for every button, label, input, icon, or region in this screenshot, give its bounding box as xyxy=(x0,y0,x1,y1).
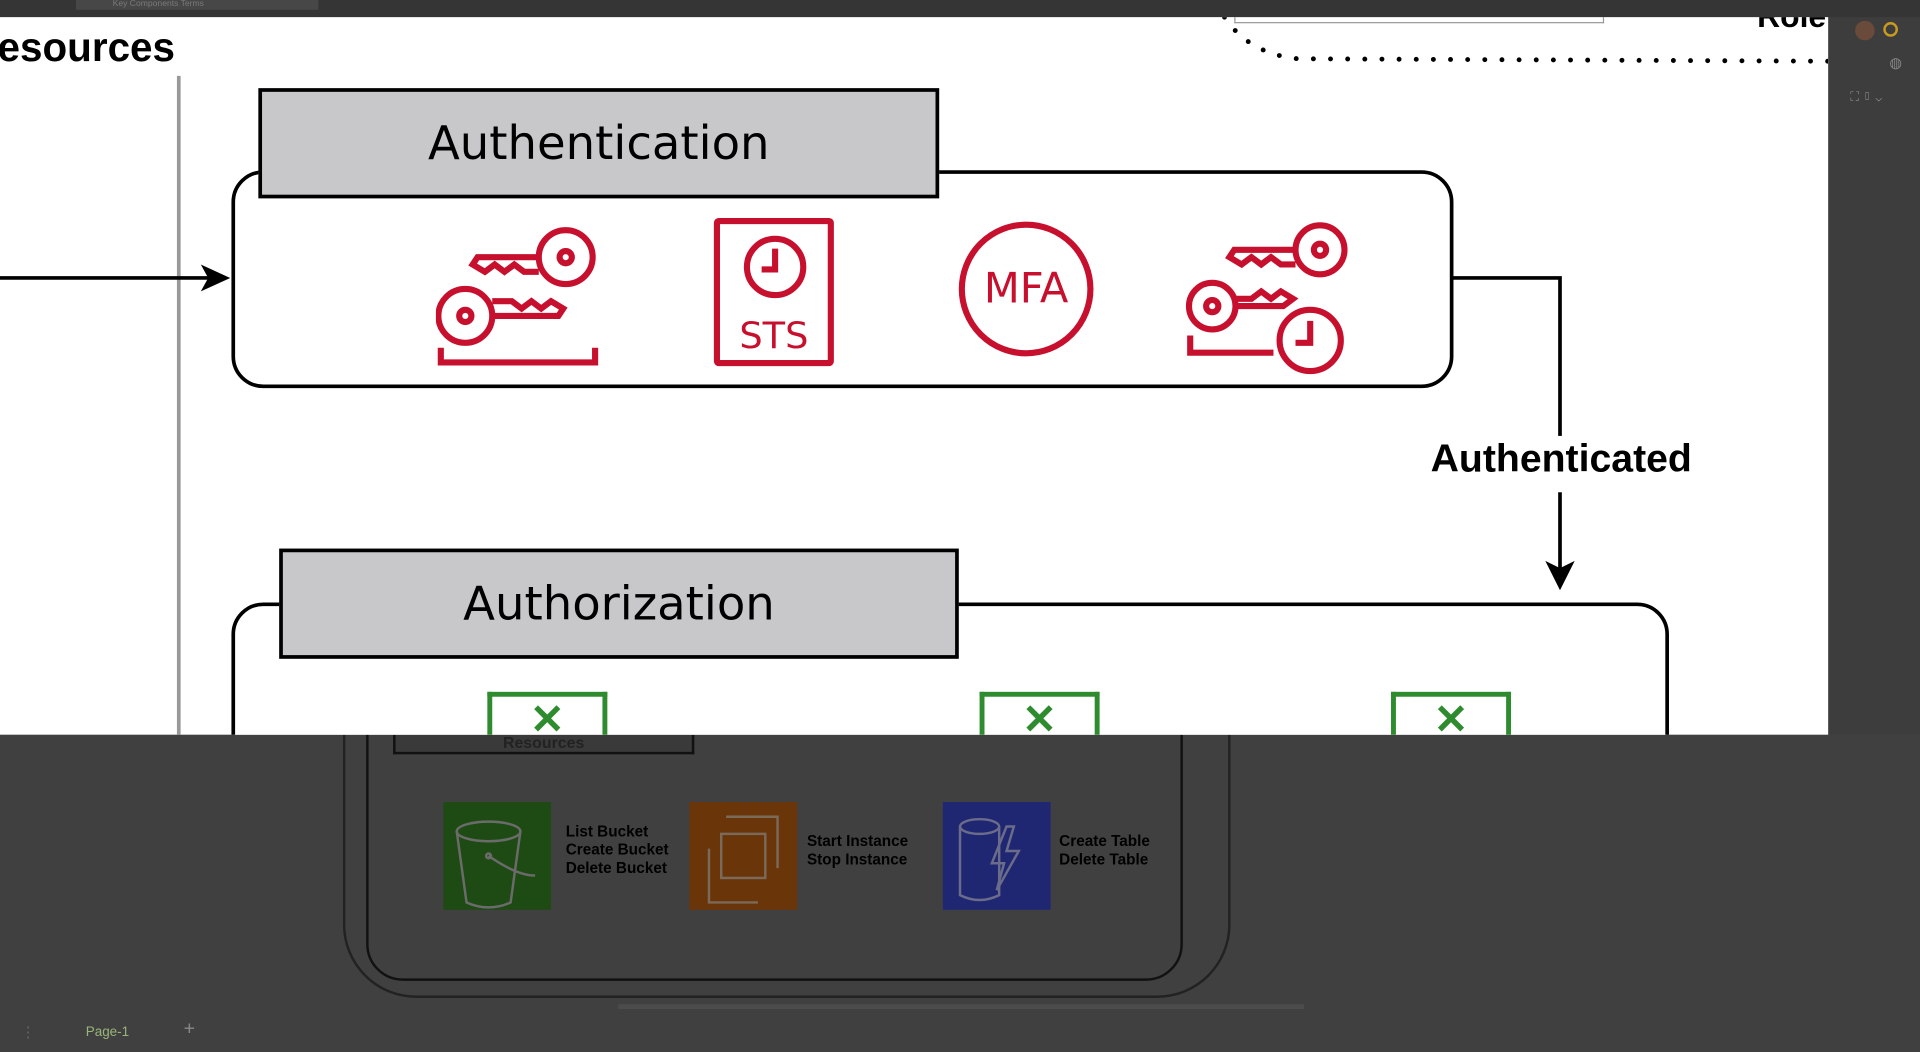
authentication-title: Authentication xyxy=(427,116,770,171)
tab-title: Key Components Terms xyxy=(112,0,204,9)
top-box-edge xyxy=(1234,17,1605,24)
diagram-canvas[interactable]: esources Role Authentication STS MFA xyxy=(0,17,1829,735)
role-label-partial: Role xyxy=(1757,17,1826,35)
dynamodb-icon xyxy=(942,802,1051,910)
resources-header: Resources xyxy=(393,733,695,755)
outer-container-bg xyxy=(342,685,1231,998)
clock-icon xyxy=(743,235,807,299)
s3-actions: List Bucket Create Bucket Delete Bucket xyxy=(566,823,669,878)
action-create-bucket: Create Bucket xyxy=(565,841,669,859)
extension-icon[interactable] xyxy=(1883,22,1898,37)
page-tab[interactable]: Page-1 xyxy=(86,1025,129,1040)
resources-title: Resources xyxy=(502,733,585,752)
sts-token-icon: STS xyxy=(713,217,834,367)
deny-icon: ✕ xyxy=(487,691,608,735)
action-list-bucket: List Bucket xyxy=(565,822,649,841)
sts-label: STS xyxy=(739,314,809,358)
add-page-label: + xyxy=(183,1018,196,1040)
globe-icon[interactable]: ◍ xyxy=(1889,53,1903,72)
deny-icon: ✕ xyxy=(1391,691,1512,735)
deny-icon: ✕ xyxy=(979,691,1100,735)
ec2-actions: Start Instance Stop Instance xyxy=(807,833,908,870)
action-create-table: Create Table xyxy=(1059,832,1150,850)
connectors xyxy=(0,17,1829,735)
access-keys-icon xyxy=(435,227,599,366)
temporary-credentials-icon xyxy=(1185,222,1348,375)
authorization-title: Authorization xyxy=(463,576,775,631)
avatar[interactable] xyxy=(1855,20,1875,41)
mfa-label: MFA xyxy=(983,264,1069,314)
action-delete-bucket: Delete Bucket xyxy=(565,859,667,877)
add-page-button[interactable]: + xyxy=(184,1019,195,1041)
authentication-header: Authentication xyxy=(258,88,940,199)
action-delete-table: Delete Table xyxy=(1059,851,1149,869)
mfa-icon: MFA xyxy=(958,221,1094,357)
right-toolbar: ◍ ⛶ ▯ ⌄ xyxy=(1828,17,1920,735)
dynamodb-actions: Create Table Delete Table xyxy=(1059,833,1150,870)
action-stop-instance: Stop Instance xyxy=(806,851,908,869)
page-tab-label: Page-1 xyxy=(85,1024,130,1040)
horizontal-scrollbar[interactable] xyxy=(618,1004,1305,1009)
arrowhead xyxy=(200,264,231,292)
action-start-instance: Start Instance xyxy=(806,832,909,850)
browser-tab[interactable]: Key Components Terms xyxy=(75,0,319,10)
auth-to-authz-line xyxy=(1452,276,1562,446)
arrowhead xyxy=(1545,560,1575,591)
ec2-instance-icon xyxy=(689,802,798,910)
browser-tab-bar: Key Components Terms xyxy=(0,0,1920,18)
partial-title: esources xyxy=(0,24,176,70)
dotted-boundary xyxy=(1222,17,1829,64)
authenticated-label: Authenticated xyxy=(1395,435,1727,482)
fullscreen-icon[interactable]: ⛶ ▯ ⌄ xyxy=(1850,90,1883,105)
page-menu-icon[interactable]: ⋮ xyxy=(20,1023,36,1041)
s3-bucket-icon xyxy=(443,802,552,910)
authorization-header: Authorization xyxy=(279,548,959,659)
